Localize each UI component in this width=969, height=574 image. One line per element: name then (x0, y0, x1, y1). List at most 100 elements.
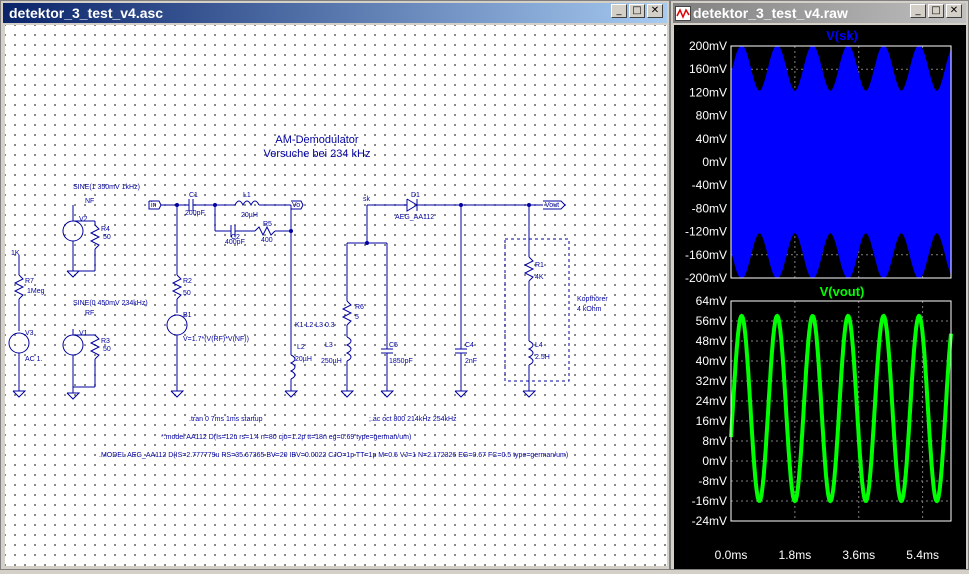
r3-label: R3 (101, 338, 110, 345)
y-tick-label: 48mV (696, 334, 727, 348)
y-tick-label: 200mV (689, 39, 727, 53)
headphone-label-line1: Kopfhörer (577, 296, 608, 303)
c5-label: C5 (389, 342, 398, 349)
model-directive: .MODEL AEG_AA112 D(IS=2.777779u RS=35.67… (99, 452, 568, 459)
r1-value: 4K (535, 274, 544, 281)
b1-label: B1 (183, 312, 192, 319)
schematic-titlebar[interactable]: detektor_3_test_v4.asc (3, 3, 667, 23)
l4-label: L4 (535, 342, 543, 349)
c4-value: 2nF (465, 358, 477, 365)
v1-label: V1 (79, 330, 88, 337)
r7-value: 1Meg (27, 288, 45, 295)
minimize-button[interactable]: _ (611, 4, 627, 18)
close-button[interactable]: ✕ (946, 4, 962, 18)
net-vout-label: Vout (545, 202, 559, 209)
trace-vout (729, 313, 953, 504)
y-tick-label: 160mV (689, 62, 727, 76)
coupling-statement: K1 L2 L3 0.3 (295, 322, 335, 329)
r7-label: R7 (25, 278, 34, 285)
c2-value: 400pF (225, 239, 245, 246)
l4-value: 2.5H (535, 354, 550, 361)
r3-value: 50 (103, 346, 111, 353)
y-tick-label: 120mV (689, 85, 727, 99)
y-tick-label: -24mV (692, 514, 727, 528)
x-tick-label: 3.6ms (842, 548, 875, 562)
y-tick-label: 24mV (696, 394, 727, 408)
d1-model: AEG_AA112 (395, 214, 434, 221)
trace-sk (730, 45, 952, 279)
waveform-plots: 200mV160mV120mV80mV40mV0mV-40mV-80mV-120… (685, 28, 953, 562)
schematic-canvas[interactable]: AM-Demodulator Versuche bei 234 kHz SINE… (5, 25, 667, 566)
r4-value: 50 (103, 234, 111, 241)
schematic-window: detektor_3_test_v4.asc _ □ ✕ (0, 0, 670, 570)
net-in-label: in (151, 202, 157, 209)
y-tick-label: -120mV (685, 225, 727, 239)
k-label: 1K (11, 250, 20, 257)
y-tick-label: 8mV (702, 434, 727, 448)
nf-label: NF (85, 198, 94, 205)
c1-label: C1 (189, 192, 198, 199)
schematic-title: detektor_3_test_v4.asc (9, 5, 164, 21)
y-tick-label: 0mV (702, 155, 727, 169)
waveform-titlebar[interactable]: detektor_3_test_v4.raw (673, 3, 966, 23)
y-tick-label: -8mV (698, 474, 727, 488)
y-tick-label: -160mV (685, 248, 727, 262)
y-tick-label: -40mV (692, 178, 727, 192)
l2-value: 20µH (295, 356, 312, 363)
c2-label: C2 (231, 234, 240, 241)
minimize-button[interactable]: _ (910, 4, 926, 18)
v3-value: AC 1. (25, 356, 43, 363)
waveform-title: detektor_3_test_v4.raw (693, 5, 848, 21)
r5-value: 400 (261, 237, 273, 244)
r2-value: 50 (183, 290, 191, 297)
l1-value: 20µH (241, 212, 258, 219)
v2-label: V2 (79, 216, 88, 223)
y-tick-label: -16mV (692, 494, 727, 508)
tran-directive: .tran 0 7ms 1ms startup (189, 416, 263, 423)
rf-label: RF (85, 310, 94, 317)
c5-value: 1850pF (389, 358, 413, 365)
r4-label: R4 (101, 226, 110, 233)
x-tick-label: 0.0ms (715, 548, 748, 562)
schematic-drawing: AM-Demodulator Versuche bei 234 kHz SINE… (8, 134, 608, 459)
c1-value: 200pF (185, 210, 205, 217)
headphone-label-line2: 4 kOhm (577, 306, 602, 313)
plot-frame (730, 45, 952, 279)
b1-expression: V=1.7*(V(RF)*V(NF)) (183, 336, 249, 343)
maximize-button[interactable]: □ (629, 4, 645, 18)
waveform-app-icon (675, 6, 691, 21)
y-tick-label: 40mV (696, 354, 727, 368)
y-tick-label: 16mV (696, 414, 727, 428)
l3-value: 250µH (321, 358, 342, 365)
plot-frame (730, 300, 952, 522)
r6-value: 5 (355, 314, 359, 321)
y-tick-label: 64mV (696, 294, 727, 308)
r1-label: R1 (535, 262, 544, 269)
r5-label: R5 (263, 221, 272, 228)
d1-label: D1 (411, 192, 420, 199)
l3-label: L3 (325, 342, 333, 349)
y-tick-label: 80mV (696, 109, 727, 123)
y-tick-label: -200mV (685, 271, 727, 285)
model-comment: *.model AA112 D(Is=12u rs=1.4 n=80 cjo=1… (161, 434, 411, 441)
maximize-button[interactable]: □ (928, 4, 944, 18)
trace-title-sk[interactable]: V(sk) (826, 28, 858, 43)
x-tick-label: 5.4ms (906, 548, 939, 562)
net-sk-label: sk (363, 196, 371, 203)
l2-label: L2 (297, 344, 305, 351)
r6-label: R6 (355, 304, 364, 311)
c4-label: C4 (465, 342, 474, 349)
trace-title-vout[interactable]: V(vout) (820, 284, 865, 299)
close-button[interactable]: ✕ (647, 4, 663, 18)
nf-source-def: SINE(1 350mV 1kHz) (73, 184, 140, 191)
y-tick-label: 32mV (696, 374, 727, 388)
y-tick-label: 0mV (702, 454, 727, 468)
y-tick-label: 40mV (696, 132, 727, 146)
waveform-window: detektor_3_test_v4.raw _ □ ✕ 200mV 160mV 1… (670, 0, 969, 570)
v3-label: V3 (25, 330, 34, 337)
heading-line1: AM-Demodulator (275, 134, 358, 146)
l1-label: L1 (243, 192, 251, 199)
rf-source-def: SINE(0 450mV 234kHz) (73, 300, 148, 307)
y-tick-label: 56mV (696, 314, 727, 328)
